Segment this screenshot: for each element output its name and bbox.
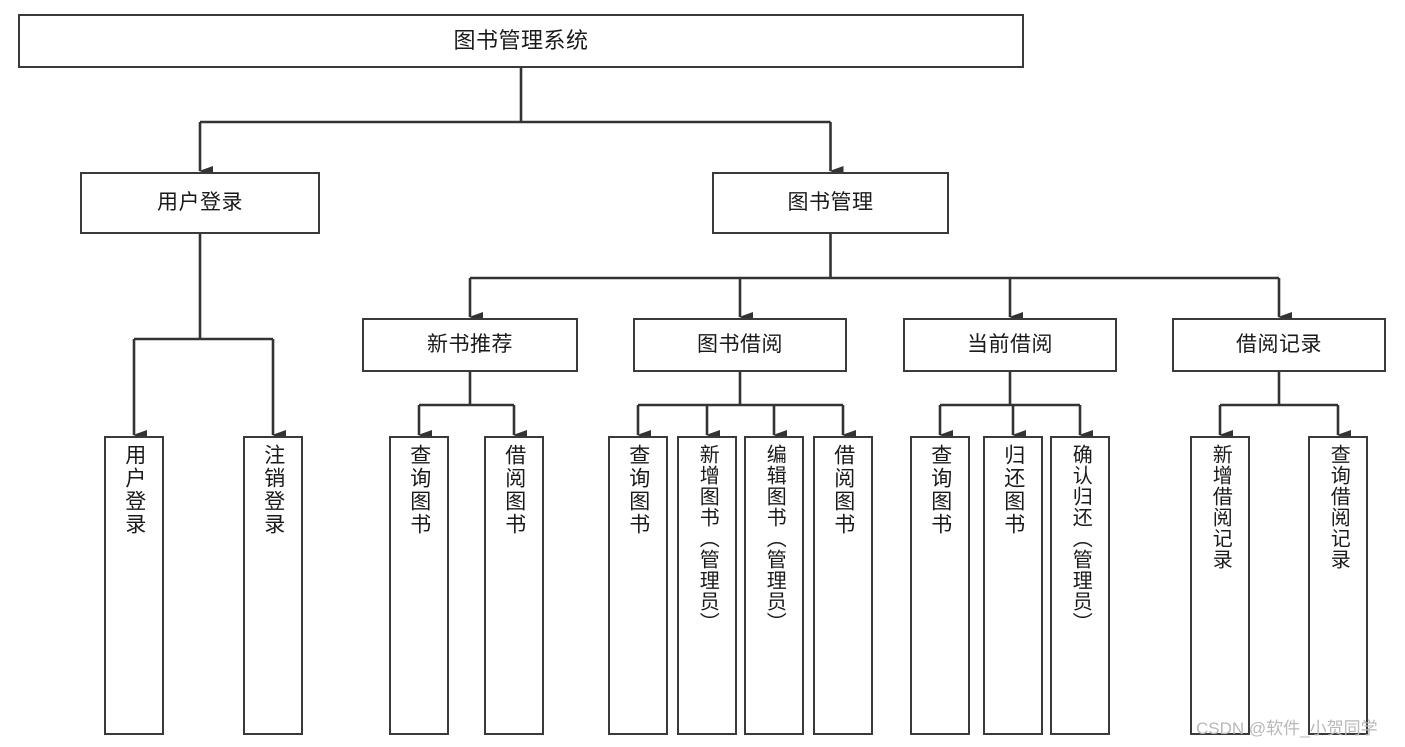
node-leaf-rec-borrow[interactable]: 借阅图书 (484, 436, 544, 735)
node-leaf-br-query[interactable]: 查询借阅记录 (1308, 436, 1368, 735)
node-label: 借阅图书 (831, 444, 855, 536)
node-new-book-rec[interactable]: 新书推荐 (362, 318, 578, 372)
node-label: 编辑图书（管理员） (763, 444, 786, 633)
node-label: 借阅记录 (1236, 332, 1322, 356)
node-leaf-cb-query[interactable]: 查询图书 (910, 436, 970, 735)
node-label: 当前借阅 (967, 332, 1053, 356)
node-label: 查询图书 (626, 444, 650, 536)
node-label: 用户登录 (157, 190, 243, 214)
node-leaf-cb-return[interactable]: 归还图书 (983, 436, 1043, 735)
node-leaf-br-add[interactable]: 新增借阅记录 (1190, 436, 1250, 735)
node-label: 图书管理系统 (453, 28, 589, 54)
node-label: 用户登录 (122, 444, 146, 536)
node-root[interactable]: 图书管理系统 (18, 14, 1024, 68)
node-label: 归还图书 (1001, 444, 1025, 536)
node-label: 图书管理 (787, 190, 874, 214)
node-leaf-user-login[interactable]: 用户登录 (104, 436, 164, 735)
node-label: 查询图书 (928, 444, 952, 536)
node-label: 新增图书（管理员） (696, 444, 719, 633)
node-leaf-rec-query[interactable]: 查询图书 (389, 436, 449, 735)
node-label: 新增借阅记录 (1209, 444, 1232, 570)
node-book-manage[interactable]: 图书管理 (712, 172, 949, 234)
node-borrow-records[interactable]: 借阅记录 (1172, 318, 1386, 372)
node-book-borrow[interactable]: 图书借阅 (633, 318, 847, 372)
node-label: 图书借阅 (697, 332, 783, 356)
node-leaf-cb-confirm[interactable]: 确认归还（管理员） (1050, 436, 1110, 735)
node-label: 确认归还（管理员） (1069, 444, 1092, 633)
node-label: 查询图书 (407, 444, 431, 536)
node-leaf-bb-borrow[interactable]: 借阅图书 (813, 436, 873, 735)
node-label: 借阅图书 (502, 444, 526, 536)
node-user-login[interactable]: 用户登录 (80, 172, 320, 234)
node-label: 注销登录 (261, 444, 285, 536)
node-label: 新书推荐 (427, 332, 513, 356)
node-leaf-bb-query[interactable]: 查询图书 (608, 436, 668, 735)
watermark-text: CSDN @软件_小贺同学 (1196, 719, 1378, 738)
node-leaf-bb-edit[interactable]: 编辑图书（管理员） (744, 436, 804, 735)
node-current-borrow[interactable]: 当前借阅 (903, 318, 1117, 372)
node-leaf-user-logout[interactable]: 注销登录 (243, 436, 303, 735)
node-label: 查询借阅记录 (1327, 444, 1350, 570)
node-leaf-bb-add[interactable]: 新增图书（管理员） (677, 436, 737, 735)
